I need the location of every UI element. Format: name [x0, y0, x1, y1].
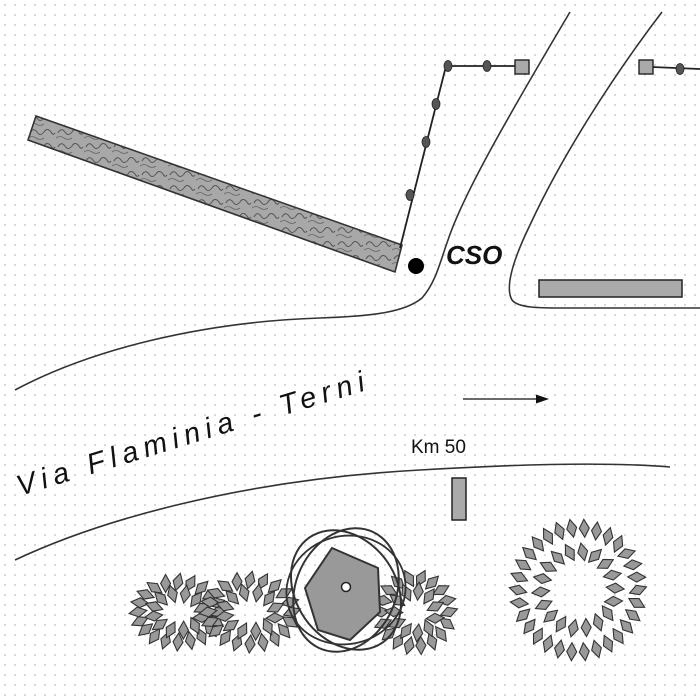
- fence-line: [399, 59, 530, 249]
- shrub-icon: [370, 569, 459, 656]
- cso-label: CSO: [446, 240, 502, 270]
- vegetation: [128, 518, 648, 662]
- stone-wall: [26, 114, 403, 274]
- km-label: Km 50: [411, 437, 466, 458]
- fence-post: [405, 189, 415, 201]
- fence-post: [421, 136, 431, 148]
- road-edge-upper: [14, 11, 571, 391]
- square-post-icon: [638, 59, 654, 75]
- side-road-right-edge: [508, 11, 700, 309]
- fence-post: [443, 60, 453, 72]
- road-edge-lower: [14, 463, 671, 561]
- fence-post: [431, 98, 441, 110]
- km-marker-post: [451, 477, 467, 521]
- concrete-barrier: [538, 279, 683, 298]
- arrow-right-icon: [463, 394, 549, 404]
- square-post-icon: [514, 59, 530, 75]
- filled-circle-icon: [408, 258, 424, 274]
- fence-post: [675, 63, 685, 75]
- fence-post: [482, 60, 492, 72]
- fence-line-right: [638, 59, 700, 75]
- road-name-label: Via Flaminia - Terni: [13, 364, 374, 502]
- shrub-icon: [508, 518, 648, 662]
- tree-icon: [285, 527, 407, 653]
- shrub-icon: [198, 570, 302, 655]
